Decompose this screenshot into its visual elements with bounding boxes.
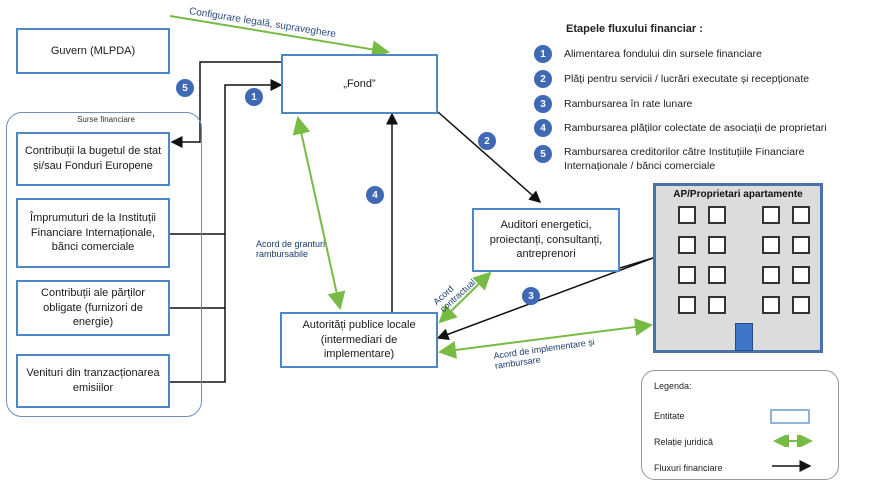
step-text-4: Rambursarea plăților colectate de asocia… bbox=[564, 122, 827, 134]
window bbox=[762, 236, 780, 254]
step-badge-3: 3 bbox=[534, 95, 552, 113]
source-emisii: Venituri din tranzacționarea emisiilor bbox=[16, 354, 170, 408]
entity-fond: „Fond” bbox=[281, 54, 438, 114]
legend: Legenda: Entitate Relație juridică Fluxu… bbox=[641, 370, 839, 480]
implementation-agreement-arrow bbox=[438, 318, 653, 359]
flow-badge-2: 2 bbox=[478, 132, 496, 150]
window bbox=[708, 296, 726, 314]
legend-relation-label: Relație juridică bbox=[654, 437, 714, 447]
window bbox=[708, 236, 726, 254]
entity-fond-label: „Fond” bbox=[343, 77, 376, 90]
step-text-3: Rambursarea în rate lunare bbox=[564, 98, 693, 110]
entity-auditori-label: Auditori energetici, proiectanți, consul… bbox=[489, 218, 603, 261]
window bbox=[792, 296, 810, 314]
flow-badge-5: 5 bbox=[176, 79, 194, 97]
step-badge-5: 5 bbox=[534, 145, 552, 163]
financial-sources-title: Surse financiare bbox=[77, 115, 135, 124]
flow-badge-3: 3 bbox=[522, 287, 540, 305]
window bbox=[678, 206, 696, 224]
entity-autoritati: Autorități publice locale (intermediari … bbox=[280, 312, 438, 368]
window bbox=[792, 206, 810, 224]
steps-title: Etapele fluxului financiar : bbox=[566, 23, 703, 35]
entity-guvern: Guvern (MLPDA) bbox=[16, 28, 170, 74]
step-badge-4: 4 bbox=[534, 119, 552, 137]
window bbox=[792, 266, 810, 284]
source-label: Contribuții ale părților obligate (furni… bbox=[41, 286, 145, 329]
step-text-1: Alimentarea fondului din sursele financi… bbox=[564, 48, 762, 60]
source-imprumuturi: Împrumuturi de la Instituții Financiare … bbox=[16, 198, 170, 268]
legend-flow-swatch bbox=[772, 460, 812, 472]
window bbox=[762, 266, 780, 284]
legend-entity-swatch bbox=[770, 409, 810, 424]
source-contributii-buget: Contribuții la bugetul de stat și/sau Fo… bbox=[16, 132, 170, 186]
legal-setup-arrow bbox=[169, 15, 390, 59]
window bbox=[762, 296, 780, 314]
legend-relation-swatch bbox=[773, 435, 813, 447]
contract-agreement-arrow bbox=[438, 271, 492, 324]
grant-agreement-arrow bbox=[292, 116, 346, 310]
flow-5-arrow bbox=[170, 61, 281, 148]
window bbox=[708, 206, 726, 224]
entity-autoritati-label: Autorități publice locale (intermediari … bbox=[302, 318, 416, 361]
step-text-5: Rambursarea creditorilor către Instituți… bbox=[564, 146, 805, 173]
source-label: Venituri din tranzacționarea emisiilor bbox=[26, 367, 160, 394]
flow-badge-4: 4 bbox=[366, 186, 384, 204]
door bbox=[735, 323, 753, 351]
window bbox=[792, 236, 810, 254]
window bbox=[678, 296, 696, 314]
legend-flow-label: Fluxuri financiare bbox=[654, 463, 723, 473]
window bbox=[678, 236, 696, 254]
flow-2-arrow bbox=[437, 111, 542, 203]
source-label: Împrumuturi de la Instituții Financiare … bbox=[30, 211, 156, 254]
entity-ap-building: AP/Proprietari apartamente bbox=[653, 183, 823, 353]
entity-auditori: Auditori energetici, proiectanți, consul… bbox=[472, 208, 620, 272]
financial-sources-panel bbox=[6, 112, 202, 417]
grant-agreement-label: Acord de granturi rambursabile bbox=[256, 239, 326, 259]
legend-title: Legenda: bbox=[654, 381, 692, 391]
step-badge-1: 1 bbox=[534, 45, 552, 63]
legend-entity-label: Entitate bbox=[654, 411, 685, 421]
source-label: Contribuții la bugetul de stat și/sau Fo… bbox=[24, 145, 162, 172]
step-text-2: Plăți pentru servicii / lucrări executat… bbox=[564, 73, 810, 85]
entity-ap-label: AP/Proprietari apartamente bbox=[673, 189, 803, 200]
flow-badge-1: 1 bbox=[245, 88, 263, 106]
source-parti-obligate: Contribuții ale părților obligate (furni… bbox=[16, 280, 170, 336]
window bbox=[678, 266, 696, 284]
window bbox=[708, 266, 726, 284]
step-badge-2: 2 bbox=[534, 70, 552, 88]
entity-guvern-label: Guvern (MLPDA) bbox=[50, 44, 136, 57]
window bbox=[762, 206, 780, 224]
